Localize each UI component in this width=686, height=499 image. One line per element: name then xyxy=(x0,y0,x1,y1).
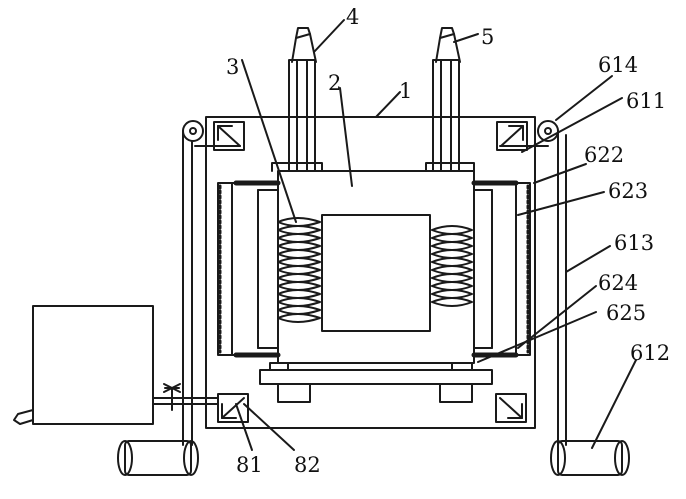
coil-right xyxy=(431,225,473,307)
label-611: 611 xyxy=(626,89,666,113)
label-623: 623 xyxy=(608,179,648,203)
bushing-right xyxy=(432,27,461,172)
label-4: 4 xyxy=(346,5,359,29)
coil-left xyxy=(277,217,321,323)
outer-box xyxy=(205,116,536,429)
label-612: 612 xyxy=(630,341,670,365)
label-3: 3 xyxy=(226,55,239,79)
tank xyxy=(32,305,154,425)
transformer-core xyxy=(321,214,431,332)
label-82: 82 xyxy=(294,453,321,477)
roller-right xyxy=(550,440,630,476)
base-foot-left xyxy=(277,383,311,403)
pulley-left-icon xyxy=(182,120,204,142)
corner-bracket-bottom-left xyxy=(217,393,249,423)
label-614: 614 xyxy=(598,53,638,77)
bushing-left xyxy=(288,27,317,172)
label-624: 624 xyxy=(598,271,638,295)
label-622: 622 xyxy=(584,143,624,167)
label-613: 613 xyxy=(614,231,654,255)
label-81: 81 xyxy=(236,453,263,477)
label-5: 5 xyxy=(481,25,494,49)
corner-bracket-bottom-right xyxy=(495,393,527,423)
corner-bracket-top-left xyxy=(213,121,245,151)
transformer-body xyxy=(277,170,475,364)
label-1: 1 xyxy=(399,79,412,103)
roller-left xyxy=(117,440,199,476)
base-foot-right xyxy=(439,383,473,403)
labels: 4 5 3 2 1 614 611 622 623 613 624 625 61… xyxy=(226,5,670,477)
label-625: 625 xyxy=(606,301,646,325)
side-panel-left xyxy=(217,182,279,356)
label-2: 2 xyxy=(328,71,341,95)
side-panel-right xyxy=(473,182,531,356)
base-plate xyxy=(259,369,493,385)
corner-bracket-top-right xyxy=(496,121,528,151)
